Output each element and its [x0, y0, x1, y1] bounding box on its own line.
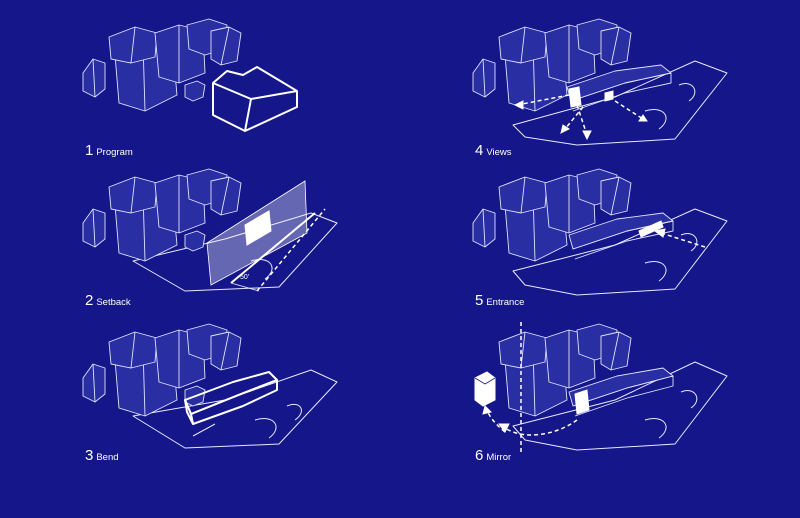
panel-caption: 6 Mirror — [475, 447, 511, 464]
bent-volume — [568, 212, 674, 260]
panel-bend: 3 Bend — [75, 320, 375, 470]
setback-dimension: 50' — [230, 208, 326, 292]
panel-label: Mirror — [486, 452, 512, 463]
panel-caption: 2 Setback — [85, 292, 131, 309]
panel-label: Views — [486, 147, 512, 158]
mirror-arrows — [482, 405, 578, 436]
bent-volume — [184, 371, 278, 425]
panel-program: 1 Program — [75, 15, 375, 165]
bent-volume — [568, 367, 674, 417]
views-drawing — [472, 18, 728, 146]
panel-views: 4 Views — [465, 15, 765, 165]
site-ground — [512, 208, 728, 296]
panel-setback: 50' 2 Setback — [75, 165, 375, 315]
site-ground — [512, 60, 728, 146]
panel-caption: 3 Bend — [85, 447, 119, 464]
panel-number: 5 — [475, 292, 484, 309]
setback-dimension-label: 50' — [240, 274, 249, 281]
panel-number: 2 — [85, 292, 94, 309]
panel-caption: 4 Views — [475, 142, 512, 159]
existing-massing — [82, 18, 242, 112]
existing-massing — [82, 168, 242, 262]
panel-number: 4 — [475, 142, 484, 159]
panel-label: Bend — [96, 452, 119, 463]
panel-number: 1 — [85, 142, 94, 159]
view-arrows — [513, 94, 648, 141]
panel-number: 6 — [475, 447, 484, 464]
panel-label: Setback — [96, 297, 131, 308]
panel-caption: 5 Entrance — [475, 292, 524, 309]
existing-massing — [498, 323, 632, 417]
setback-plane — [206, 180, 308, 286]
bent-volume — [566, 64, 672, 112]
existing-massing — [472, 168, 632, 262]
existing-massing — [472, 18, 632, 112]
mirror-drawing — [474, 322, 728, 454]
program-volume — [212, 66, 298, 132]
site-ground — [132, 212, 338, 292]
bend-drawing — [82, 323, 338, 449]
existing-massing — [82, 323, 242, 417]
panel-label: Program — [96, 147, 133, 158]
entrance-drawing — [472, 168, 728, 296]
setback-drawing: 50' — [82, 168, 338, 292]
site-ground — [512, 361, 728, 451]
entrance-arrow — [653, 228, 706, 248]
mirrored-volume — [474, 371, 496, 407]
panel-label: Entrance — [486, 297, 525, 308]
panel-mirror: 6 Mirror — [465, 320, 765, 470]
panel-caption: 1 Program — [85, 142, 133, 159]
panel-number: 3 — [85, 447, 94, 464]
panel-entrance: 5 Entrance — [465, 165, 765, 315]
program-drawing — [82, 18, 298, 132]
